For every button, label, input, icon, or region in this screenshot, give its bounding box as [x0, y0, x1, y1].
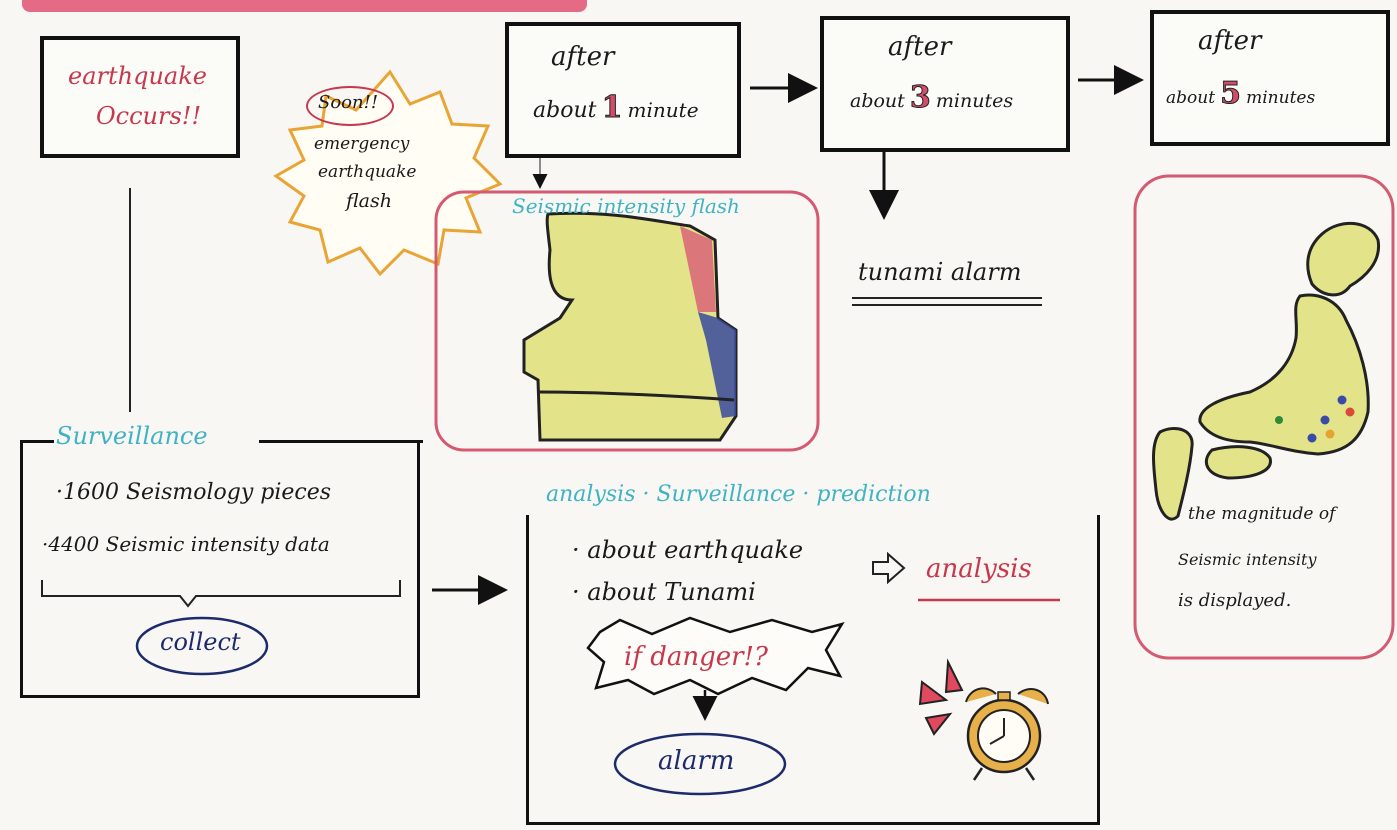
alarm-label: alarm [658, 746, 735, 776]
surveillance-item-2: ·4400 Seismic intensity data [42, 532, 330, 556]
step-1-after: after [551, 42, 615, 72]
step-2-box: after about 3 minutes [820, 16, 1070, 152]
earthquake-flash-label: earthquake [318, 162, 417, 182]
header-banner [22, 0, 587, 12]
analysis-result: analysis [926, 554, 1032, 584]
brace [41, 580, 401, 608]
danger-label: if danger!? [624, 642, 768, 672]
step-1-suffix: minute [627, 98, 699, 122]
analysis-panel-title: analysis · Surveillance · prediction [546, 482, 931, 507]
step-3-box: after about 5 minutes [1150, 10, 1390, 146]
intensity-dots [1275, 395, 1355, 443]
analysis-item-2: · about Tunami [572, 578, 756, 606]
step-3-prefix: about [1166, 88, 1216, 108]
surveillance-title: Surveillance [56, 422, 208, 450]
step-3-suffix: minutes [1246, 88, 1316, 108]
surveillance-panel [20, 440, 423, 698]
analysis-panel [526, 515, 1100, 825]
collect-label: collect [160, 628, 241, 656]
soon-label: Soon!! [318, 92, 379, 113]
japan-frame [1133, 174, 1395, 660]
step-1-box: after about 1 minute [505, 22, 741, 158]
step-2-suffix: minutes [935, 90, 1014, 112]
flash-label: flash [346, 190, 392, 212]
earthquake-label: earthquake [68, 62, 207, 90]
step-2-after: after [888, 32, 952, 62]
occurs-label: Occurs!! [96, 102, 202, 130]
soon-tag [306, 86, 394, 126]
step-1-number: 1 [601, 90, 623, 126]
seismic-flash-title: Seismic intensity flash [512, 194, 740, 218]
intensity-map [522, 211, 738, 442]
collect-oval [135, 616, 269, 676]
step-3-number: 5 [1220, 76, 1242, 112]
step-3-after: after [1198, 26, 1262, 56]
step-3-time: about 5 minutes [1166, 76, 1316, 112]
alarm-clock-icon [918, 658, 1049, 781]
step-2-number: 3 [909, 80, 931, 116]
seismic-frame [434, 190, 820, 452]
alarm-oval [613, 732, 787, 796]
tsunami-alarm-label: tunami alarm [858, 258, 1022, 286]
hollow-arrow-icon [872, 551, 906, 585]
danger-burst [586, 616, 845, 696]
emergency-label: emergency [314, 134, 410, 154]
earthquake-occurs-box: earthquake Occurs!! [40, 36, 240, 158]
japan-caption-1: the magnitude of [1188, 504, 1336, 524]
analysis-item-1: · about earthquake [572, 536, 804, 564]
japan-map [1152, 221, 1381, 521]
japan-caption-3: is displayed. [1178, 590, 1292, 611]
step-2-prefix: about [850, 90, 905, 112]
step-1-time: about 1 minute [533, 90, 699, 126]
surveillance-item-1: ·1600 Seismology pieces [56, 480, 332, 505]
japan-caption-2: Seismic intensity [1178, 550, 1317, 569]
step-1-prefix: about [533, 98, 597, 123]
step-2-time: about 3 minutes [850, 80, 1014, 116]
